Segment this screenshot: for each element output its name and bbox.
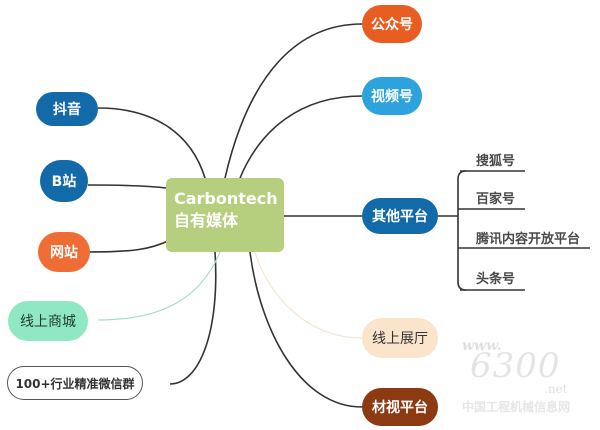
watermark-number: 6300: [470, 346, 561, 386]
node-douyin[interactable]: 抖音: [36, 92, 98, 126]
node-website[interactable]: 网站: [38, 232, 90, 272]
node-online-showroom[interactable]: 线上展厅: [362, 318, 438, 358]
central-topic-title: Carbontech: [174, 189, 278, 208]
leaf-sohu[interactable]: 搜狐号: [476, 154, 516, 169]
watermark: www. 6300 .net 中国工程机械信息网: [450, 338, 590, 418]
leaf-tencent[interactable]: 腾讯内容开放平台: [476, 232, 581, 247]
central-topic-subtitle: 自有媒体: [174, 211, 239, 230]
node-material-video-platform[interactable]: 材视平台: [362, 388, 438, 426]
node-wechat-groups[interactable]: 100+行业精准微信群: [7, 366, 143, 400]
watermark-site-name: 中国工程机械信息网: [462, 400, 571, 414]
watermark-www: www.: [462, 338, 502, 354]
node-official-account[interactable]: 公众号: [362, 5, 422, 43]
leaf-baijia[interactable]: 百家号: [476, 192, 516, 207]
leaf-toutiao[interactable]: 头条号: [476, 272, 516, 287]
watermark-net: .net: [544, 382, 568, 396]
central-topic[interactable]: Carbontech 自有媒体: [166, 178, 284, 252]
node-other-platforms[interactable]: 其他平台: [362, 198, 438, 234]
node-online-mall[interactable]: 线上商城: [8, 301, 88, 341]
node-bilibili[interactable]: B站: [40, 160, 88, 202]
node-video-account[interactable]: 视频号: [362, 77, 422, 115]
